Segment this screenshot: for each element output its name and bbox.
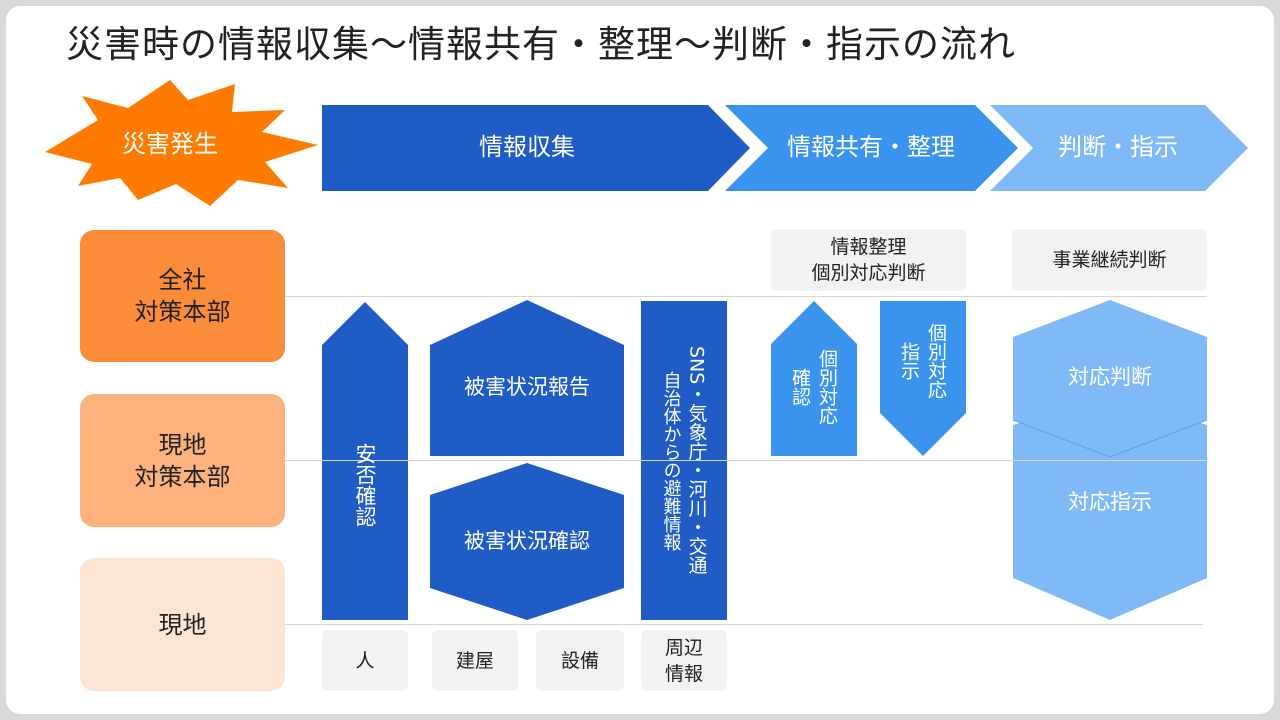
- phase-share-arrow: [725, 105, 1018, 191]
- surrounding-info-line1: SNS・気象庁・河川・交通: [685, 346, 708, 575]
- phase-share-label: 情報共有・整理: [787, 133, 955, 161]
- response-judgment-outline: [1012, 419, 1208, 458]
- surrounding-info-box: 周辺 情報: [641, 630, 727, 691]
- person-box: 人: [322, 630, 408, 691]
- safety-confirm-label: 安否確認: [353, 443, 377, 527]
- business-continuity-box: 事業継続判断: [1012, 229, 1207, 291]
- role-hq-line2: 対策本部: [134, 298, 231, 326]
- damage-report-shape: [430, 300, 624, 456]
- role-hq: 全社 対策本部: [80, 230, 285, 362]
- individual-confirm-arrow: [771, 301, 857, 456]
- page-title: 災害時の情報収集〜情報共有・整理〜判断・指示の流れ: [66, 23, 1016, 66]
- info-organize-box: 情報整理 個別対応判断: [771, 229, 966, 291]
- surrounding-info-line2: 自治体からの避難情報: [660, 370, 682, 551]
- surrounding-box-line2: 情報: [664, 662, 703, 685]
- person-label: 人: [355, 649, 375, 672]
- business-continuity-label: 事業継続判断: [1052, 249, 1167, 271]
- individual-instruct-line1: 個別対応: [925, 323, 947, 399]
- individual-instruct-arrow: [880, 301, 966, 456]
- role-site-hq-line1: 現地: [158, 430, 207, 459]
- building-label: 建屋: [455, 649, 494, 672]
- role-site: 現地: [80, 558, 285, 691]
- safety-confirm-arrow: [322, 302, 408, 620]
- row-divider: [285, 624, 1203, 625]
- info-organize-line2: 個別対応判断: [811, 262, 926, 284]
- response-judgment-shape: [1013, 300, 1207, 457]
- damage-report-label: 被害状況報告: [464, 375, 590, 399]
- individual-confirm-line2: 確認: [789, 368, 811, 406]
- building-box: 建屋: [432, 630, 518, 691]
- role-site-hq-line2: 対策本部: [134, 462, 231, 491]
- individual-confirm-text: 個別対応 確認: [771, 318, 857, 456]
- disaster-label: 災害発生: [122, 130, 218, 158]
- response-instruction-shape: [1013, 394, 1207, 620]
- role-site-line1: 現地: [158, 610, 207, 639]
- equipment-box: 設備: [536, 630, 624, 691]
- phase-judge-label: 判断・指示: [1058, 133, 1178, 161]
- disaster-burst-shape: [45, 80, 318, 206]
- surrounding-box-line1: 周辺: [664, 636, 703, 659]
- individual-confirm-line1: 個別対応: [816, 349, 838, 425]
- response-judgment-label: 対応判断: [1068, 365, 1152, 389]
- individual-instruct-line2: 指示: [898, 342, 920, 380]
- equipment-label: 設備: [560, 649, 599, 672]
- phase-judge-arrow: [990, 105, 1248, 191]
- row-divider: [285, 460, 1207, 461]
- row-divider: [285, 296, 1207, 297]
- damage-confirm-shape: [430, 463, 624, 620]
- role-site-hq: 現地 対策本部: [80, 394, 285, 527]
- phase-collect-arrow: [322, 105, 750, 191]
- surrounding-info-text: SNS・気象庁・河川・交通 自治体からの避難情報: [641, 301, 727, 620]
- role-hq-line1: 全社: [158, 266, 207, 294]
- individual-instruct-text: 個別対応 指示: [880, 301, 966, 421]
- info-organize-line1: 情報整理: [830, 236, 907, 258]
- response-instruction-label: 対応指示: [1068, 490, 1152, 514]
- damage-confirm-label: 被害状況確認: [464, 529, 590, 553]
- phase-collect-label: 情報収集: [479, 133, 575, 161]
